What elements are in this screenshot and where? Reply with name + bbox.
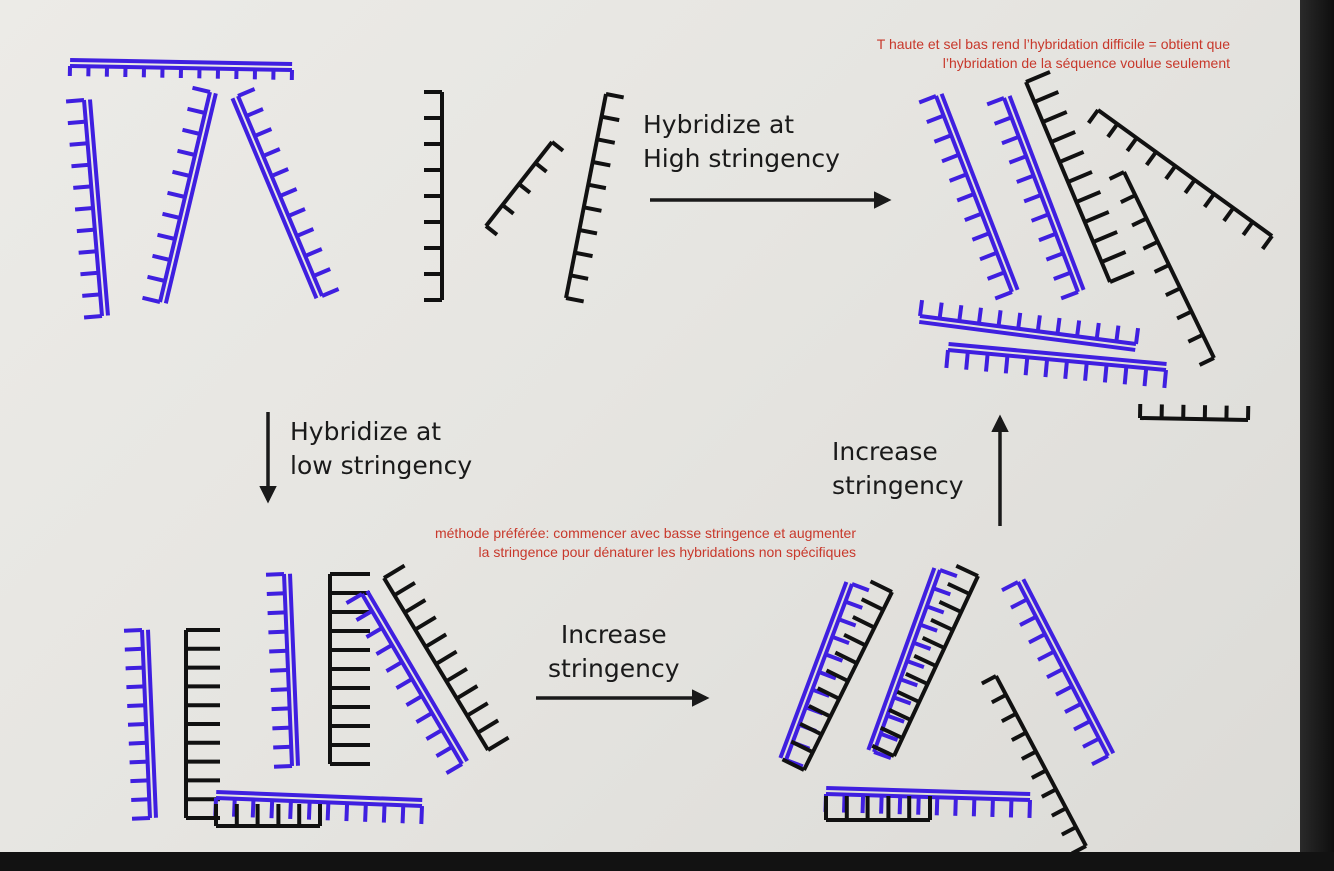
- monitor-bezel-right: [1300, 0, 1334, 871]
- high-stringency-line1: Hybridize at: [643, 110, 795, 139]
- increase-bottom-line1: Increase: [560, 620, 667, 649]
- probe-strand-j: [1001, 578, 1116, 767]
- probe-strand-tilted: [230, 87, 340, 300]
- target-strand-a: [1024, 70, 1135, 284]
- target-strand-i: [781, 579, 894, 772]
- target-strand-c: [1108, 170, 1216, 367]
- target-strand-j: [871, 564, 980, 758]
- probe-strand-h: [778, 581, 870, 769]
- target-strand-short: [484, 140, 565, 237]
- increase-stringency-bottom-label: Increase stringency: [548, 618, 680, 686]
- annotation-top-right-line1: T haute et sel bas rend l’hybridation di…: [876, 36, 1230, 52]
- probe-strand-e: [265, 572, 300, 769]
- increase-stringency-right-label: Increase stringency: [832, 435, 964, 503]
- annotation-middle-line2: la stringence pour dénaturer les hybrida…: [478, 544, 856, 560]
- low-stringency-line2: low stringency: [290, 451, 473, 480]
- target-strand-e: [184, 628, 220, 820]
- hybridization-diagram: [65, 58, 1274, 852]
- annotation-middle-line1: méthode préférée: commencer avec basse s…: [434, 525, 856, 541]
- target-strand-vertical: [424, 90, 444, 302]
- monitor-bezel-bottom: [0, 852, 1334, 871]
- increase-bottom-line2: stringency: [548, 654, 680, 683]
- probe-strand-leaning: [142, 85, 218, 304]
- increase-right-line2: stringency: [832, 471, 964, 500]
- increase-right-line1: Increase: [832, 437, 938, 466]
- probe-strand-a: [918, 93, 1020, 301]
- probe-strand-vertical: [65, 98, 110, 320]
- annotation-top-right: T haute et sel bas rend l’hybridation di…: [806, 35, 1230, 73]
- probe-strand-b: [918, 299, 1141, 352]
- target-strand-right: [564, 92, 625, 304]
- low-stringency-line1: Hybridize at: [290, 417, 442, 446]
- probe-strand-k: [823, 786, 1032, 819]
- probe-strand-g: [213, 790, 424, 825]
- probe-strand-a2: [986, 95, 1086, 301]
- probe-strand-horizontal: [67, 58, 294, 81]
- high-stringency-label: Hybridize at High stringency: [643, 108, 840, 176]
- target-strand-g: [382, 563, 510, 752]
- target-strand-h: [214, 804, 322, 828]
- annotation-middle: méthode préférée: commencer avec basse s…: [370, 524, 856, 562]
- probe-strand-f: [345, 589, 469, 775]
- probe-strand-c: [944, 342, 1168, 389]
- strand-layer: [65, 58, 1274, 852]
- low-stringency-label: Hybridize at low stringency: [290, 415, 472, 483]
- target-strand-b: [1086, 108, 1274, 251]
- target-strand-d: [1138, 403, 1251, 422]
- annotation-top-right-line2: l’hybridation de la séquence voulue seul…: [942, 55, 1230, 71]
- probe-strand-d: [123, 628, 158, 821]
- probe-strand-i: [866, 567, 958, 761]
- target-strand-l: [824, 796, 932, 822]
- target-strand-k: [980, 674, 1088, 852]
- high-stringency-line2: High stringency: [643, 144, 840, 173]
- target-strand-f: [328, 572, 370, 766]
